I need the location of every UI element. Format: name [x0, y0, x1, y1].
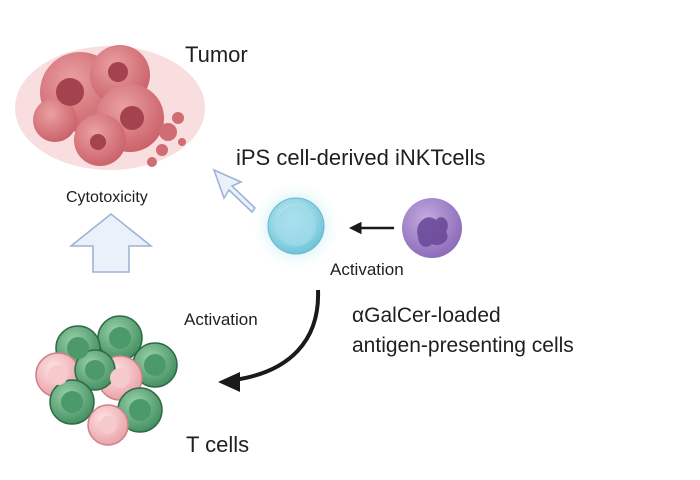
cytotoxicity-arrow-up	[68, 212, 154, 273]
t-cell-cluster-icon	[35, 315, 178, 446]
activation-arrow-inkt-to-tcells	[218, 289, 321, 392]
cytotoxicity-label: Cytotoxicity	[66, 189, 148, 206]
tumor-label: Tumor	[185, 42, 248, 67]
inkt-cell-icon	[250, 180, 342, 272]
cytotoxicity-arrow-diagonal	[212, 168, 257, 214]
activation-label-apc: Activation	[330, 260, 404, 279]
t-cells-label: T cells	[186, 432, 249, 457]
activation-label-tcells: Activation	[184, 310, 258, 329]
apc-label-line1: αGalCer-loaded	[352, 304, 501, 327]
apc-label-line2: antigen-presenting cells	[352, 334, 574, 357]
ips-inkt-cells-label: iPS cell-derived iNKTcells	[236, 145, 485, 170]
apc-cell-icon	[402, 198, 462, 258]
tumor-cluster-icon	[15, 45, 205, 170]
